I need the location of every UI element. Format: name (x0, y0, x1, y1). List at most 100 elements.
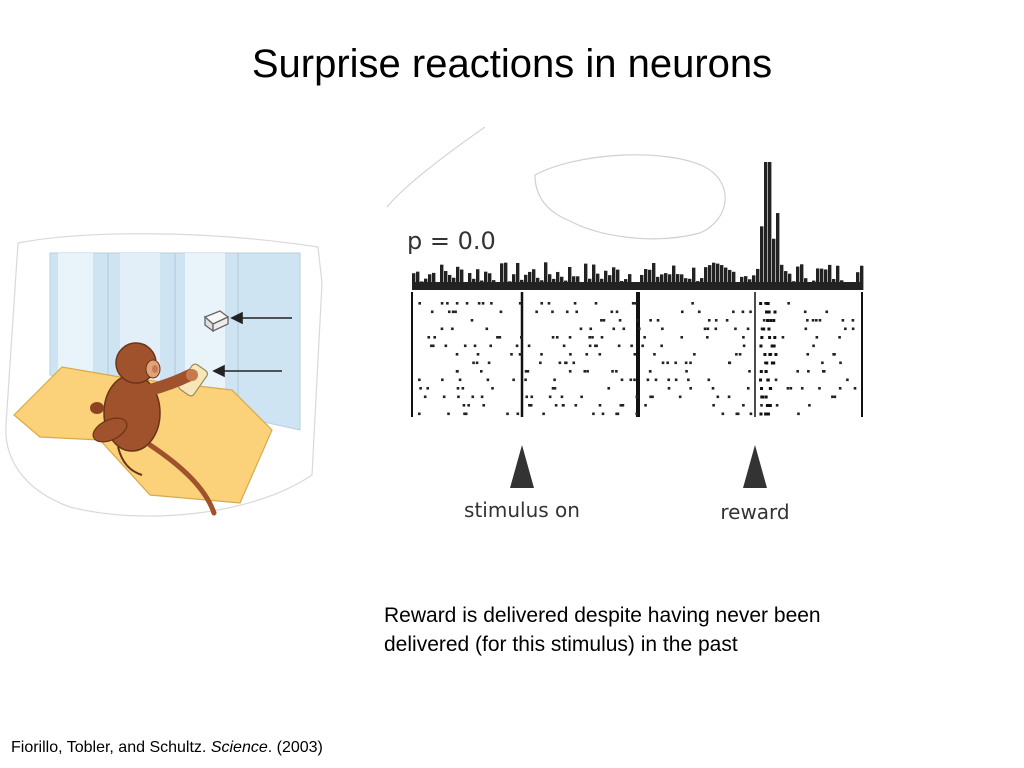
histogram-bin (652, 262, 656, 290)
monkey-experiment-illustration (5, 233, 323, 517)
spike-dot (423, 395, 427, 399)
spike-dot (573, 302, 577, 305)
spike-dot (622, 327, 626, 331)
spike-dot (444, 344, 448, 348)
spike-dot (736, 412, 740, 416)
spike-dot (806, 319, 809, 322)
spike-dot (851, 319, 855, 322)
spike-dot (789, 387, 793, 390)
histogram-bin (824, 269, 828, 290)
spike-dot (787, 302, 790, 305)
spike-dot (762, 319, 766, 322)
histogram-bin (840, 280, 844, 290)
citation-journal: Science (210, 739, 268, 756)
spike-dot (446, 302, 449, 305)
spike-dot (615, 412, 618, 416)
spike-dot (592, 412, 595, 416)
histogram-bin (668, 274, 672, 290)
spike-dot (430, 344, 433, 348)
spike-dot (822, 370, 826, 373)
histogram-bin (560, 276, 564, 290)
spike-dot (838, 387, 842, 390)
spike-dot (431, 344, 435, 348)
spike-dot (455, 370, 459, 373)
spike-dot (707, 319, 711, 322)
spike-dot (786, 387, 790, 390)
spike-dot (833, 395, 837, 399)
histogram-bin (416, 271, 420, 290)
spike-dot (575, 310, 579, 314)
spike-dot (551, 387, 555, 390)
spike-dot (735, 353, 738, 356)
reward-marker-arrowhead (743, 445, 767, 488)
spike-dot (727, 395, 731, 399)
stimulus-object (203, 310, 230, 333)
spike-dot (530, 395, 534, 399)
spike-dot (725, 319, 729, 322)
histogram-bin (640, 274, 644, 290)
spike-dot (516, 412, 520, 416)
histogram-bin (572, 276, 576, 290)
spike-dot (711, 387, 715, 390)
histogram-bin (832, 278, 836, 290)
citation-authors: Fiorillo, Tobler, and Schultz. (11, 739, 211, 756)
histogram-bin (700, 278, 704, 290)
histogram-bin (744, 276, 748, 290)
spike-dot (691, 302, 694, 305)
histogram-bin (812, 280, 816, 290)
spike-dot (646, 378, 650, 382)
slide-title: Surprise reactions in neurons (251, 42, 773, 86)
spike-dot (841, 319, 845, 322)
spike-dot (706, 327, 710, 331)
spike-dot (768, 353, 772, 356)
spike-dot (565, 310, 569, 314)
spike-dot (553, 387, 557, 390)
raster-border (411, 292, 413, 417)
spike-dot (697, 310, 701, 314)
histogram-bin (680, 274, 684, 290)
stimulus-marker-arrowhead (510, 445, 534, 488)
spike-dot (853, 387, 857, 390)
spike-dot (666, 361, 670, 365)
spike-dot (651, 395, 654, 399)
spike-dot (742, 336, 745, 339)
spike-dot (540, 353, 543, 356)
histogram-bin (512, 274, 516, 290)
spike-dot (569, 353, 572, 356)
spike-dot (674, 378, 678, 382)
spike-dot (741, 310, 745, 314)
caption: Reward is delivered despite having never… (384, 601, 944, 659)
spike-dot (767, 327, 771, 331)
histogram-bin (564, 280, 568, 290)
histogram-bin (836, 265, 840, 290)
spike-dot (594, 302, 598, 305)
spike-dot (574, 404, 578, 407)
spike-dot (766, 404, 770, 407)
spike-dot (633, 353, 637, 356)
spike-dot (433, 336, 437, 339)
histogram-bin (452, 277, 456, 290)
spike-dot (812, 344, 815, 348)
spike-dot (477, 302, 481, 305)
histogram-bin (768, 162, 772, 290)
histogram-bin (612, 267, 616, 290)
spike-dot (773, 310, 777, 314)
caption-line-1: Reward is delivered despite having never… (384, 604, 821, 627)
spike-dot (617, 344, 621, 348)
spike-dot (471, 395, 475, 399)
raster-event-line (861, 292, 863, 417)
histogram-bin (592, 264, 596, 290)
spike-dot (746, 387, 750, 390)
spike-dot (714, 327, 718, 331)
spike-dot (765, 302, 769, 305)
spike-dot (685, 370, 688, 373)
histogram-bin (472, 278, 476, 290)
spike-dot (539, 361, 542, 365)
histogram-bin (776, 213, 780, 290)
spike-dot (762, 327, 766, 331)
histogram-bin (684, 278, 688, 290)
spike-dot (807, 370, 810, 373)
spike-dot (472, 361, 475, 365)
spike-dot (634, 302, 637, 305)
histogram-bin (544, 262, 548, 290)
